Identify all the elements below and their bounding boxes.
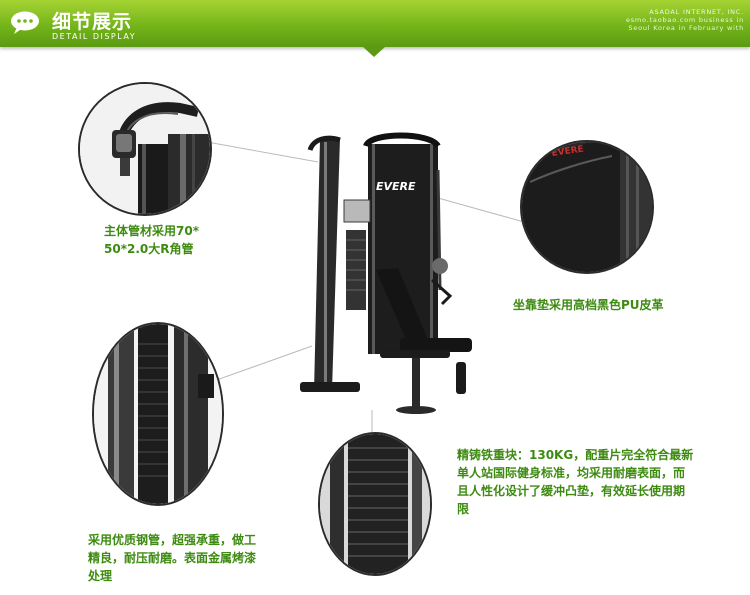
caption-line: 主体管材采用70* <box>104 224 199 238</box>
caption-line: 坐靠垫采用高档黑色PU皮革 <box>513 298 664 312</box>
weights-detail-illustration <box>320 434 430 574</box>
caption-tube: 主体管材采用70* 50*2.0大R角管 <box>104 222 199 258</box>
machine-logo: EVERE <box>376 180 416 193</box>
watermark-line: esmo.taobao.com business in <box>625 16 744 24</box>
tube-detail-illustration <box>80 84 210 214</box>
detail-circle-seat: EVERE <box>520 140 654 274</box>
seat-detail-illustration: EVERE <box>522 142 652 272</box>
banner-pointer <box>362 46 386 57</box>
seat-logo: EVERE <box>551 145 584 159</box>
detail-circle-weights <box>318 432 432 576</box>
caption-weights: 精铸铁重块：130KG，配重片完全符合最新 单人站国际健身标准，均采用耐磨表面，… <box>457 446 693 518</box>
caption-line: 单人站国际健身标准，均采用耐磨表面，而 <box>457 466 686 480</box>
watermark-text: ASADAL INTERNET, INC. esmo.taobao.com bu… <box>544 8 744 32</box>
caption-line: 且人性化设计了缓冲凸垫，有效延长使用期 <box>457 484 686 498</box>
detail-circle-tube <box>78 82 212 216</box>
caption-line: 50*2.0大R角管 <box>104 242 194 256</box>
gym-machine-image: EVERE <box>300 132 472 414</box>
caption-line: 处理 <box>88 569 113 583</box>
caption-steel: 采用优质钢管，超强承重，做工 精良，耐压耐磨。表面金属烤漆 处理 <box>88 531 256 585</box>
page-title: 细节展示 <box>52 11 133 33</box>
header-banner: 细节展示 DETAIL DISPLAY ASADAL INTERNET, INC… <box>0 0 750 47</box>
watermark-line: ASADAL INTERNET, INC. <box>649 8 744 16</box>
chat-bubble-icon <box>11 11 39 34</box>
caption-line: 精铸铁重块：130KG，配重片完全符合最新 <box>457 448 694 462</box>
caption-line: 精良，耐压耐磨。表面金属烤漆 <box>88 551 257 565</box>
caption-seat: 坐靠垫采用高档黑色PU皮革 <box>513 296 664 314</box>
caption-line: 限 <box>457 502 470 516</box>
caption-line: 采用优质钢管，超强承重，做工 <box>88 533 257 547</box>
detail-circle-steel <box>92 322 224 506</box>
watermark-line: Seoul Korea in February with <box>628 24 744 32</box>
page-subtitle: DETAIL DISPLAY <box>52 32 137 41</box>
steel-detail-illustration <box>94 324 222 504</box>
